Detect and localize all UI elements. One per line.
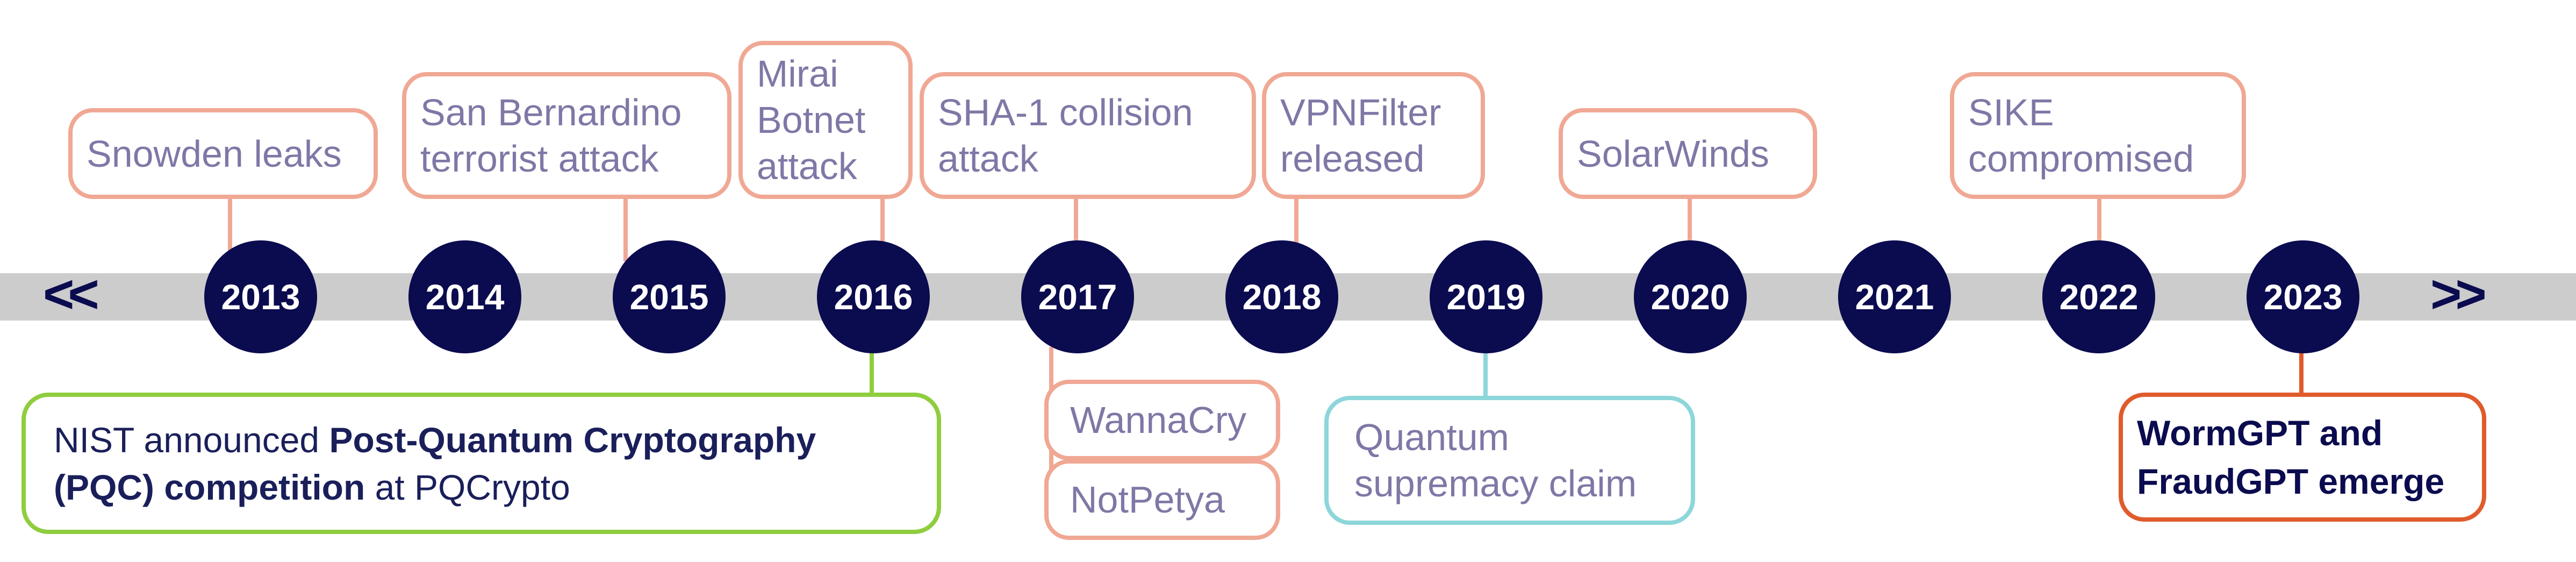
event-label-line: SHA-1 collision [938,91,1193,133]
event-sike-compromised: SIKE compromised [1950,72,2246,199]
event-mirai-botnet: Mirai Botnet attack [738,41,913,199]
connector-2015 [623,197,628,261]
next-arrow[interactable]: >> [2430,264,2487,324]
event-label-line: NIST announced Post-Quantum Cryptography [54,416,816,464]
connector-2017-up [1074,197,1078,251]
year-2022: 2022 [2042,240,2155,353]
year-2013: 2013 [204,240,317,353]
event-label-line: terrorist attack [420,138,659,180]
pqc-suffix: at PQCrypto [365,467,570,507]
event-label-line: Botnet [757,99,866,141]
event-label: Snowden leaks [87,132,342,175]
event-san-bernardino: San Bernardino terrorist attack [402,72,731,199]
connector-2019 [1483,350,1488,398]
event-label-line: attack [938,138,1038,180]
pqc-prefix: NIST announced [54,419,329,460]
year-2018: 2018 [1225,240,1338,353]
pqc-bold: Post-Quantum Cryptography [329,419,816,460]
year-2023: 2023 [2247,240,2359,353]
connector-2016-up [880,197,885,251]
year-2019: 2019 [1430,240,1542,353]
event-label: WannaCry [1070,399,1247,441]
event-solarwinds: SolarWinds [1559,108,1817,199]
year-2020: 2020 [1634,240,1747,353]
event-notpetya: NotPetya [1044,459,1280,540]
event-wormgpt-fraudgpt: WormGPT and FraudGPT emerge [2119,393,2486,522]
event-vpnfilter: VPNFilter released [1262,72,1485,199]
event-label-line: attack [757,145,857,187]
event-label-line: WormGPT and [2137,413,2383,453]
event-label-line: Quantum [1354,416,1509,458]
event-label-line: San Bernardino [420,91,682,133]
event-nist-pqc: NIST announced Post-Quantum Cryptography… [21,393,941,534]
year-2017: 2017 [1021,240,1134,353]
event-label: SolarWinds [1577,132,1769,175]
event-label-line: Mirai [757,53,838,95]
event-wannacry: WannaCry [1044,380,1280,460]
year-2016: 2016 [817,240,930,353]
event-label: NotPetya [1070,479,1225,521]
year-2014: 2014 [408,240,521,353]
event-label-line: (PQC) competition at PQCrypto [54,464,816,511]
event-label-line: compromised [1968,138,2194,180]
pqc-bold: (PQC) competition [54,467,365,507]
event-label-line: released [1280,138,1425,180]
event-label-line: VPNFilter [1280,91,1441,133]
event-sha1-collision: SHA-1 collision attack [920,72,1256,199]
event-label-line: SIKE [1968,91,2054,133]
event-snowden-leaks: Snowden leaks [68,108,378,199]
connector-2020 [1688,197,1692,251]
connector-2023 [2299,350,2304,395]
event-quantum-supremacy: Quantum supremacy claim [1324,396,1695,525]
year-2021: 2021 [1838,240,1951,353]
connector-2018 [1294,197,1298,251]
connector-2013 [228,197,232,251]
event-label-line: FraudGPT emerge [2137,461,2445,501]
prev-arrow[interactable]: << [43,264,99,324]
connector-2016-down [870,350,874,395]
connector-2022 [2097,197,2101,251]
year-2015: 2015 [613,240,726,353]
event-label-line: supremacy claim [1354,463,1637,504]
